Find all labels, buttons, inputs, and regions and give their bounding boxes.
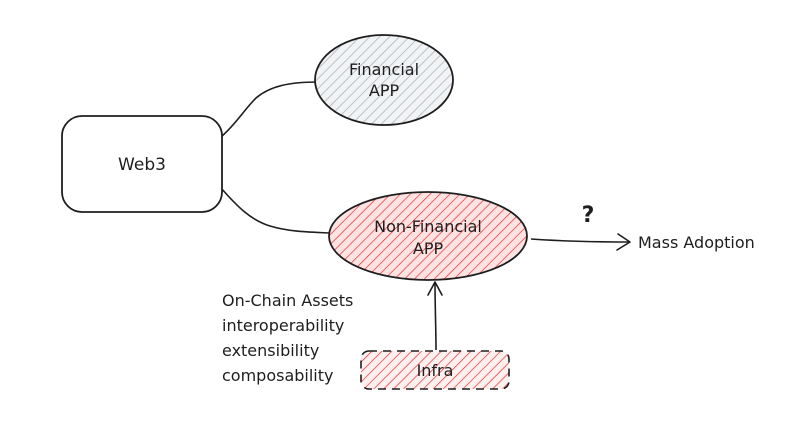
- infra-note-item: composability: [222, 366, 334, 385]
- question-mark: ?: [582, 203, 595, 228]
- connector-web3-to-non-financial: [220, 187, 331, 234]
- infra-node: Infra: [360, 350, 510, 390]
- infra-notes: On-Chain Assets interoperability extensi…: [222, 291, 353, 385]
- arrow-to-mass-adoption: [530, 233, 631, 251]
- web3-label: Web3: [118, 155, 166, 175]
- financial-app-node: Financial APP: [314, 34, 454, 126]
- infra-note-item: interoperability: [222, 316, 344, 335]
- financial-app-label-line2: APP: [369, 81, 400, 100]
- non-financial-app-label-line2: APP: [413, 239, 444, 258]
- non-financial-app-node: Non-Financial APP: [328, 191, 528, 281]
- connector-web3-to-financial: [220, 81, 318, 138]
- non-financial-app-label-line1: Non-Financial: [374, 217, 482, 236]
- arrow-infra-to-non-financial: [427, 281, 443, 351]
- mass-adoption-label: Mass Adoption: [638, 233, 755, 252]
- infra-note-item: extensibility: [222, 341, 319, 360]
- financial-app-label-line1: Financial: [349, 60, 419, 79]
- infra-label: Infra: [417, 361, 454, 380]
- web3-node: Web3: [61, 115, 223, 213]
- infra-note-item: On-Chain Assets: [222, 291, 353, 310]
